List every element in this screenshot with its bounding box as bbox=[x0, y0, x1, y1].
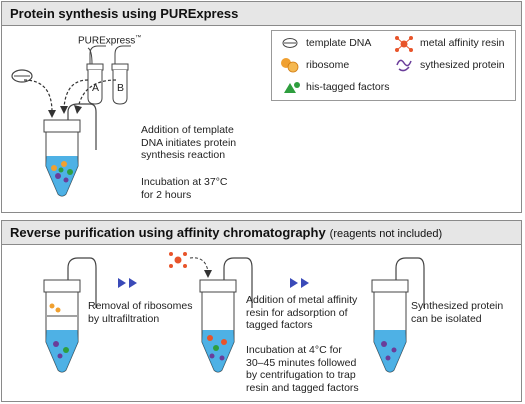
filtration-tube bbox=[43, 257, 97, 373]
purification-panel: Reverse purification using affinity chro… bbox=[1, 220, 522, 402]
legend-metal-resin: metal affinity resin bbox=[420, 37, 505, 49]
kit-label: PURExpress™ bbox=[78, 35, 142, 47]
kit-tube-a bbox=[86, 45, 106, 105]
template-dna-icon bbox=[282, 38, 298, 48]
resin-addition-icon bbox=[169, 252, 212, 278]
synthesis-panel-title: Protein synthesis using PURExpress bbox=[10, 6, 239, 21]
legend-protein: sythesized protein bbox=[420, 59, 505, 71]
step-arrow-2 bbox=[290, 278, 309, 288]
reaction-tube bbox=[43, 103, 97, 197]
ribosome-icon bbox=[281, 58, 299, 73]
isolated-protein-tube bbox=[371, 257, 425, 373]
purification-panel-header: Reverse purification using affinity chro… bbox=[2, 221, 521, 245]
step-arrow-1 bbox=[118, 278, 137, 288]
kit-tube-b bbox=[111, 45, 131, 105]
legend-ribosome: ribosome bbox=[306, 59, 350, 71]
legend: template DNA ribosome his-tagged factors… bbox=[271, 30, 516, 101]
legend-template-dna: template DNA bbox=[306, 37, 372, 49]
legend-his-tagged: his-tagged factors bbox=[306, 81, 390, 93]
dna-addition-arrow bbox=[23, 79, 56, 118]
tube-b-label: B bbox=[117, 82, 125, 94]
synthesis-panel-header: Protein synthesis using PURExpress bbox=[2, 2, 521, 26]
tube-a-label: A bbox=[92, 82, 100, 94]
purification-panel-title: Reverse purification using affinity chro… bbox=[10, 225, 443, 240]
adsorption-tube bbox=[199, 257, 253, 373]
synthesized-protein-icon bbox=[396, 59, 412, 72]
his-tagged-factor-icon bbox=[284, 82, 300, 93]
template-dna-icon bbox=[11, 69, 33, 83]
metal-resin-icon bbox=[395, 36, 413, 52]
